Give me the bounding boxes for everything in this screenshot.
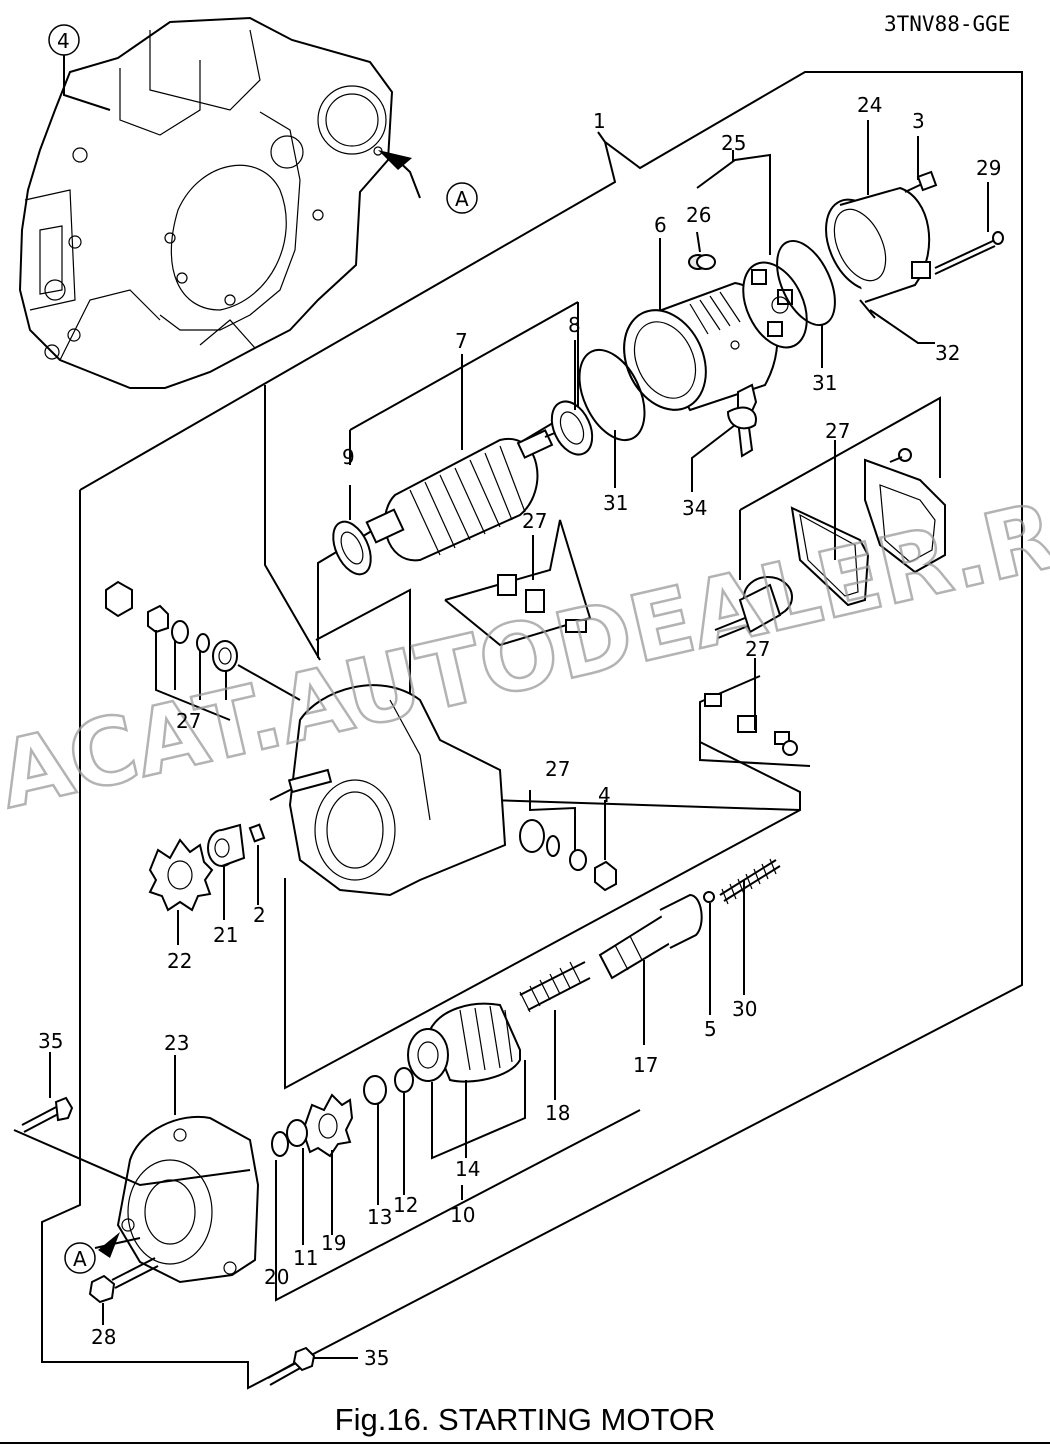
callout-3: 3 — [912, 109, 925, 133]
bolt-part-28 — [88, 1257, 159, 1304]
yoke-part-6 — [623, 281, 779, 412]
callout-11: 11 — [293, 1246, 318, 1270]
gear-housing-part-4 — [18, 16, 394, 389]
plunger-part — [714, 576, 793, 639]
callout-18: 18 — [545, 1101, 570, 1125]
callout-6: 6 — [654, 213, 667, 237]
spring-part-18 — [519, 961, 591, 1013]
through-bolt-part-29 — [934, 231, 1004, 275]
bolt-part-35-lower — [267, 1346, 316, 1386]
caption-text: Fig.16. STARTING MOTOR — [334, 1402, 716, 1437]
callout-26: 26 — [686, 203, 711, 227]
callout-32: 32 — [935, 341, 960, 365]
motor-housing-part — [287, 684, 507, 897]
bearing-part-9 — [332, 520, 372, 576]
callout-22: 22 — [167, 949, 192, 973]
marker-a-bottom: A — [73, 1247, 87, 1271]
clutch-part-14 — [407, 1002, 521, 1083]
pinion-gear-part-19 — [303, 1093, 354, 1158]
front-bracket-part-23 — [116, 1115, 260, 1284]
marker-a-top: A — [455, 187, 469, 211]
callout-21: 21 — [213, 923, 238, 947]
nut-washer-set — [105, 580, 238, 672]
screw-part-3 — [904, 170, 938, 193]
gear-part-22 — [148, 838, 214, 912]
callout-20: 20 — [264, 1265, 289, 1289]
shift-lever-part-34 — [726, 383, 758, 458]
callout-23: 23 — [164, 1031, 189, 1055]
callout-31-left: 31 — [603, 491, 628, 515]
marker-a-arrowhead-bottom — [98, 1232, 120, 1258]
callout-27-gasket: 27 — [825, 419, 850, 443]
callout-19: 19 — [321, 1231, 346, 1255]
callout-27-middle: 27 — [545, 757, 570, 781]
armature-part-7 — [365, 429, 563, 562]
callout-4-nut: 4 — [598, 783, 611, 807]
callout-27-left: 27 — [176, 709, 201, 733]
gasket-part — [790, 506, 870, 607]
spring-part-30 — [719, 858, 781, 905]
terminal-hardware — [497, 574, 798, 756]
callout-1: 1 — [593, 109, 606, 133]
callout-12: 12 — [393, 1193, 418, 1217]
callout-24: 24 — [857, 93, 882, 117]
brush-spring-part-26 — [688, 254, 716, 270]
callout-35-upper: 35 — [38, 1029, 63, 1053]
callout-17: 17 — [633, 1053, 658, 1077]
o-ring-part-31-left — [578, 348, 646, 442]
snap-ring-part-20 — [271, 1131, 289, 1157]
model-code: 3TNV88-GGE — [884, 12, 1011, 36]
collar-part-21 — [207, 823, 246, 867]
figure-caption: Fig.16. STARTING MOTOR — [0, 1402, 1050, 1438]
callout-34: 34 — [682, 496, 707, 520]
callout-31-right: 31 — [812, 371, 837, 395]
callout-28: 28 — [91, 1325, 116, 1349]
pinion-shaft-part-17 — [598, 891, 715, 980]
callout-35-lower: 35 — [364, 1346, 389, 1370]
callout-5: 5 — [704, 1017, 717, 1041]
leader-lines — [13, 55, 989, 1359]
callout-8: 8 — [568, 313, 581, 337]
o-ring-part-31-right — [776, 239, 836, 327]
callout-labels: 4 A A 1 24 3 25 29 26 6 8 7 32 31 27 9 3… — [38, 24, 1001, 1370]
callout-14: 14 — [455, 1157, 480, 1181]
solenoid-cover-part — [864, 448, 946, 574]
callout-25: 25 — [721, 131, 746, 155]
marker-a-arrowhead-top — [378, 150, 412, 170]
sleeve-part-13 — [363, 1075, 387, 1105]
callout-27-right: 27 — [745, 637, 770, 661]
rear-cover-part-24 — [825, 186, 931, 319]
callout-7: 7 — [455, 329, 468, 353]
seal-washer-set — [519, 819, 617, 892]
pin-part-2 — [248, 823, 266, 843]
callout-29: 29 — [976, 156, 1001, 180]
callout-13: 13 — [367, 1205, 392, 1229]
stop-ring-part-11 — [286, 1119, 308, 1147]
callout-2: 2 — [253, 903, 266, 927]
callout-9: 9 — [342, 445, 355, 469]
callout-30: 30 — [732, 997, 757, 1021]
ring-part-12 — [394, 1067, 414, 1093]
bolt-part-35-upper — [21, 1096, 74, 1133]
callout-27-upper: 27 — [522, 509, 547, 533]
callout-10: 10 — [450, 1203, 475, 1227]
bearing-part-8 — [550, 400, 594, 456]
callout-4-housing: 4 — [57, 29, 70, 53]
